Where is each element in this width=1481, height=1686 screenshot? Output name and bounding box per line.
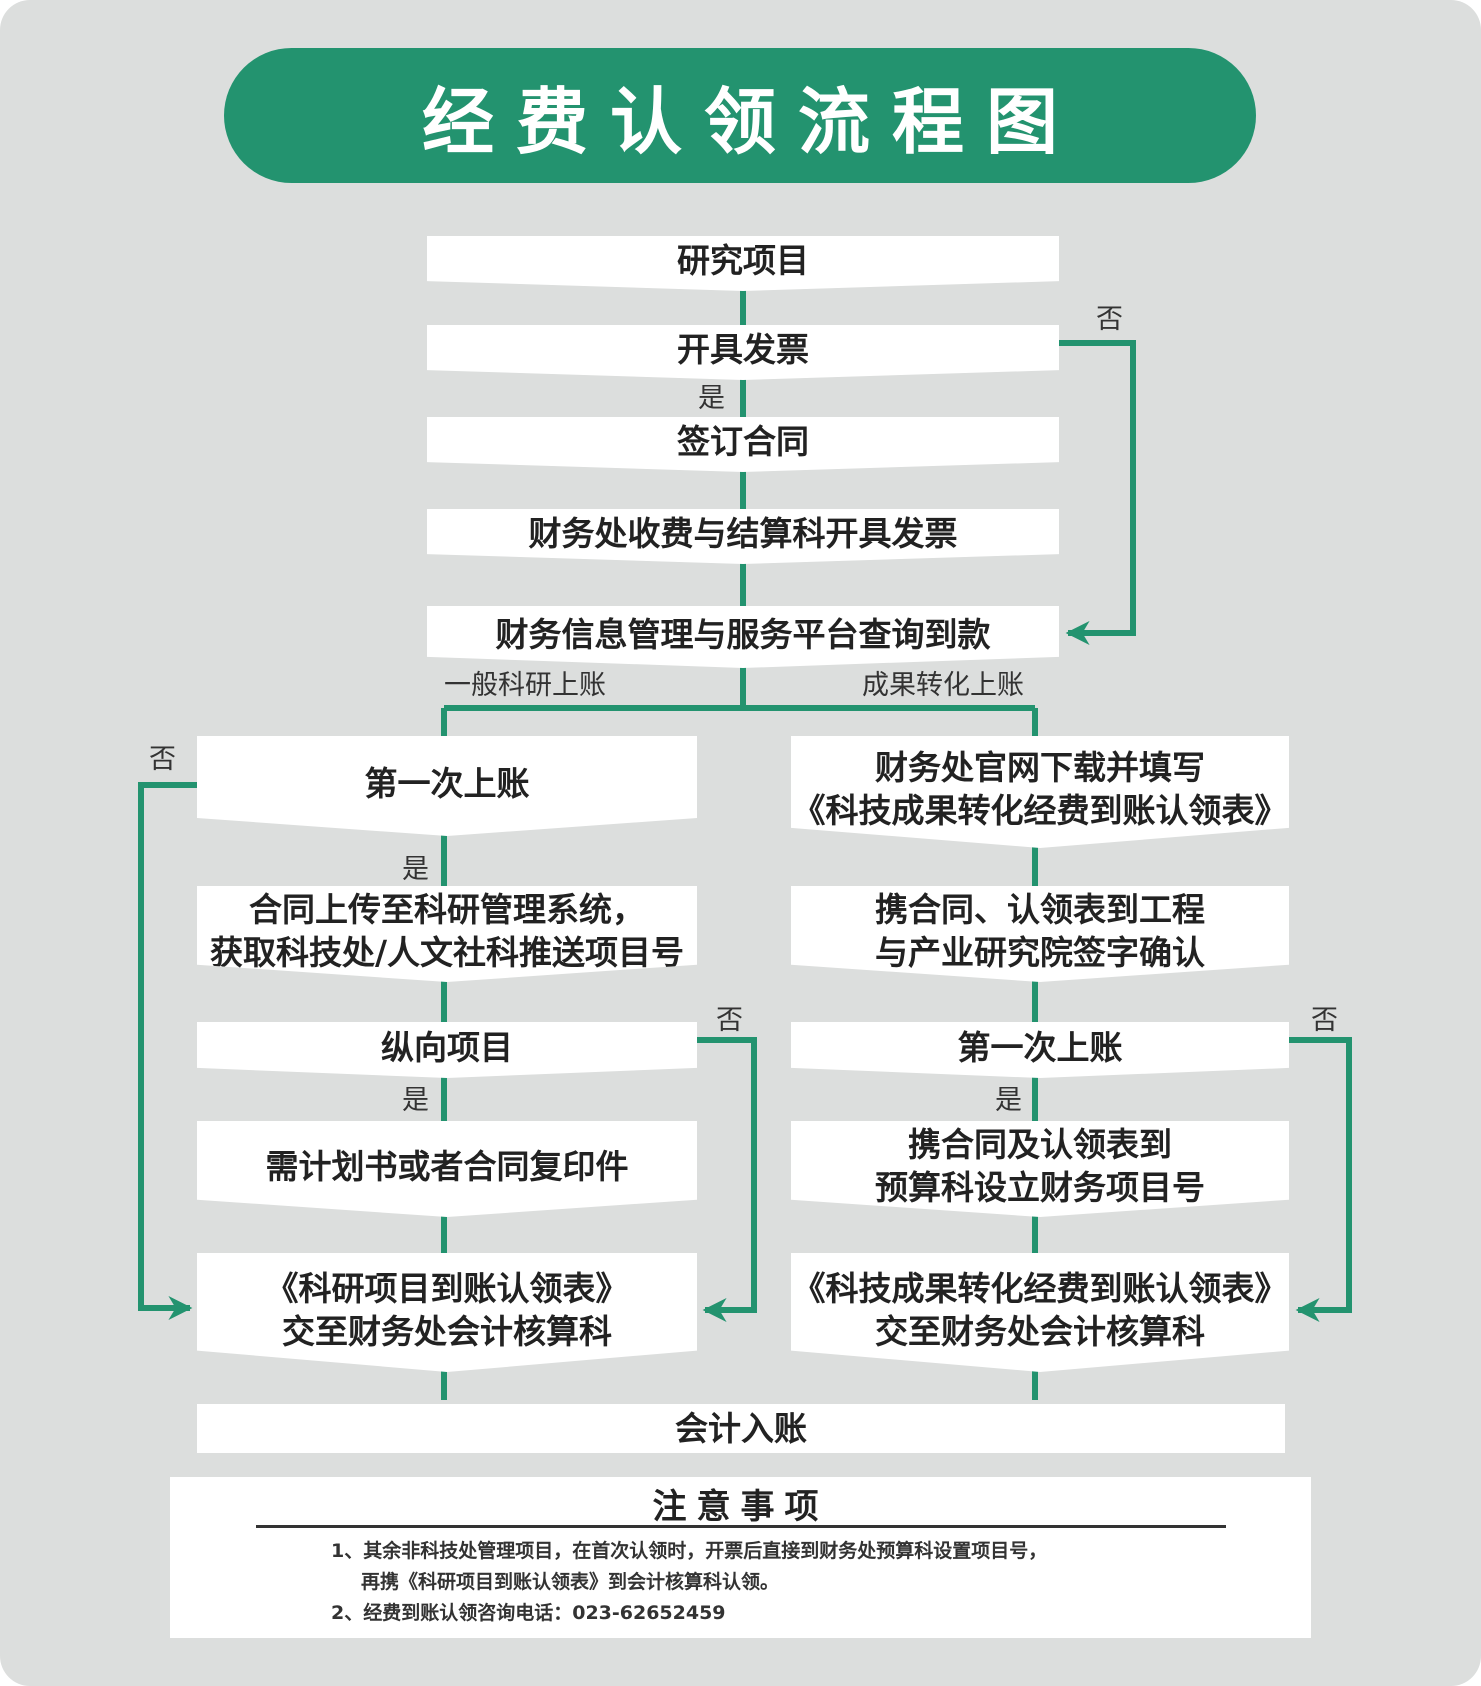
step-label: 需计划书或者合同复印件	[265, 1146, 629, 1186]
step-label-line: 《科技成果转化经费到账认领表》	[792, 791, 1288, 830]
step-label: 研究项目	[677, 241, 809, 280]
step-label: 财务处收费与结算科开具发票	[528, 514, 958, 553]
step-label-line: 交至财务处会计核算科	[282, 1311, 612, 1351]
edge-label-yes-vertical: 是	[402, 1085, 429, 1116]
step-label-line: 交至财务处会计核算科	[875, 1311, 1205, 1351]
step-label: 第一次上账	[364, 763, 530, 803]
step-label-line: 携合同、认领表到工程	[875, 890, 1205, 929]
edge-label-yes-invoice: 是	[698, 383, 725, 414]
note-item: 2、经费到账认领咨询电话：023-62652459	[331, 1602, 726, 1624]
notes-divider	[256, 1525, 1226, 1528]
left-claim-form: 《科研项目到账认领表》 交至财务处会计核算科	[197, 1253, 697, 1372]
edge-label-no-left-first: 否	[149, 744, 176, 775]
page-title: 经费认领流程图	[421, 80, 1080, 164]
right-first-entry-no-arrow	[1289, 1037, 1352, 1322]
step-research-project: 研究项目	[427, 236, 1059, 291]
right-download-form: 财务处官网下载并填写 《科技成果转化经费到账认领表》	[791, 736, 1289, 848]
edge-label-yes-right-first: 是	[995, 1085, 1022, 1116]
left-upload-contract: 合同上传至科研管理系统， 获取科技处/人文社科推送项目号	[197, 886, 697, 982]
notes-title: 注意事项	[652, 1487, 829, 1527]
step-label-line: 携合同及认领表到	[908, 1125, 1172, 1164]
step-query-payment: 财务信息管理与服务平台查询到款	[427, 606, 1059, 668]
left-vertical-project: 纵向项目	[197, 1022, 697, 1078]
step-issue-invoice: 开具发票	[427, 325, 1059, 380]
edge-label-no-vertical: 否	[716, 1005, 743, 1036]
step-label: 纵向项目	[381, 1027, 513, 1067]
step-label: 财务信息管理与服务平台查询到款	[495, 614, 991, 654]
step-label-line: 获取科技处/人文社科推送项目号	[209, 933, 685, 972]
right-budget-number: 携合同及认领表到 预算科设立财务项目号	[791, 1121, 1289, 1217]
right-claim-form: 《科技成果转化经费到账认领表》 交至财务处会计核算科	[791, 1253, 1289, 1372]
edge-label-no-invoice: 否	[1096, 304, 1123, 335]
right-sign-confirm: 携合同、认领表到工程 与产业研究院签字确认	[791, 886, 1289, 982]
branch-label-transfer: 成果转化上账	[862, 670, 1024, 701]
note-item: 1、其余非科技处管理项目，在首次认领时，开票后直接到财务处预算科设置项目号，	[331, 1540, 1048, 1562]
notes-panel: 注意事项 1、其余非科技处管理项目，在首次认领时，开票后直接到财务处预算科设置项…	[170, 1477, 1311, 1638]
right-first-entry: 第一次上账	[791, 1022, 1289, 1078]
step-label-line: 合同上传至科研管理系统，	[249, 890, 645, 929]
step-sign-contract: 签订合同	[427, 417, 1059, 472]
note-item: 再携《科研项目到账认领表》到会计核算科认领。	[361, 1571, 780, 1593]
step-label-line: 与产业研究院签字确认	[875, 933, 1205, 972]
edge-label-yes-left-first: 是	[402, 854, 429, 885]
step-label-line: 《科研项目到账认领表》	[265, 1268, 629, 1308]
step-finance-invoice: 财务处收费与结算科开具发票	[427, 509, 1059, 564]
step-label-line: 《科技成果转化经费到账认领表》	[792, 1268, 1288, 1308]
step-label-line: 财务处官网下载并填写	[875, 748, 1205, 787]
step-label: 开具发票	[677, 330, 809, 369]
left-first-entry-no-arrow	[138, 782, 197, 1320]
branch-label-general: 一般科研上账	[444, 670, 606, 701]
title-banner: 经费认领流程图	[224, 48, 1256, 183]
step-label: 第一次上账	[957, 1027, 1123, 1067]
vertical-no-arrow	[697, 1037, 757, 1322]
invoice-no-arrow	[1058, 340, 1136, 645]
step-label-line: 预算科设立财务项目号	[875, 1168, 1205, 1207]
step-label: 签订合同	[677, 422, 809, 461]
left-plan-copy: 需计划书或者合同复印件	[197, 1121, 697, 1217]
step-accounting-entry: 会计入账	[197, 1404, 1285, 1453]
step-label: 会计入账	[675, 1409, 807, 1448]
left-first-entry: 第一次上账	[197, 736, 697, 836]
edge-label-no-right-first: 否	[1311, 1005, 1338, 1036]
